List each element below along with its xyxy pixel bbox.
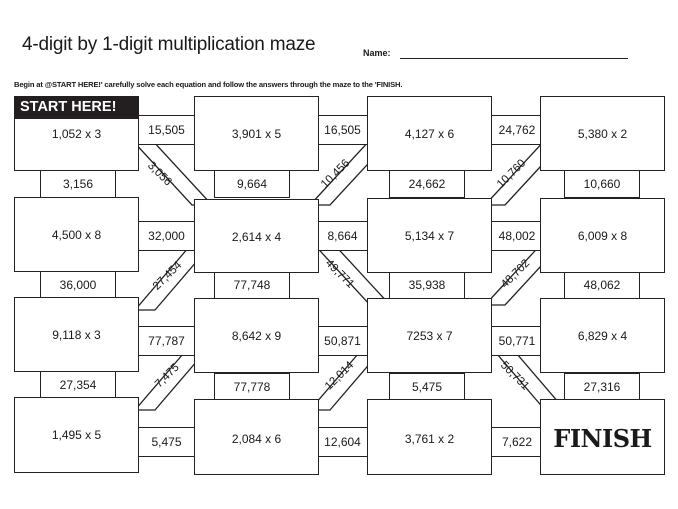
equation-box[interactable]: 5,134 x 7	[367, 198, 492, 273]
name-field-line[interactable]	[400, 58, 628, 59]
vertical-answer[interactable]: 35,938	[389, 271, 465, 299]
horizontal-answer[interactable]: 8,664	[317, 221, 368, 251]
equation-text: 7253 x 7	[406, 329, 453, 343]
equation-box[interactable]: 3,901 x 5	[194, 96, 319, 171]
horizontal-answer[interactable]: 16,505	[317, 115, 368, 145]
equation-text: 1,052 x 3	[51, 127, 102, 141]
vertical-answer[interactable]: 36,000	[40, 271, 116, 299]
horizontal-answer[interactable]: 24,762	[490, 115, 544, 145]
vertical-answer[interactable]: 10,660	[564, 170, 640, 198]
equation-box[interactable]: 8,642 x 9	[194, 298, 319, 373]
equation-box[interactable]: 4,127 x 6	[367, 96, 492, 171]
equation-text: 2,614 x 4	[231, 230, 282, 244]
horizontal-answer[interactable]: 5,475	[138, 427, 195, 457]
equation-box[interactable]: 9,118 x 3	[14, 297, 139, 372]
equation-text: 3,761 x 2	[404, 432, 455, 446]
equation-text: 8,642 x 9	[231, 329, 282, 343]
finish-box[interactable]: FINISH	[540, 399, 665, 475]
equation-text: 4,500 x 8	[51, 228, 102, 242]
equation-text: 6,829 x 4	[577, 329, 628, 343]
page-title: 4-digit by 1-digit multiplication maze	[22, 34, 316, 55]
equation-text: 4,127 x 6	[404, 127, 455, 141]
horizontal-answer[interactable]: 48,002	[490, 221, 544, 251]
horizontal-answer[interactable]: 77,787	[138, 326, 195, 356]
vertical-answer[interactable]: 77,748	[214, 271, 290, 299]
start-here-label: START HERE!	[14, 96, 139, 119]
horizontal-answer[interactable]: 32,000	[138, 221, 195, 251]
equation-text: 5,134 x 7	[404, 229, 455, 243]
vertical-answer[interactable]: 9,664	[214, 170, 290, 198]
equation-text: 9,118 x 3	[52, 328, 101, 342]
vertical-answer[interactable]: 77,778	[214, 373, 290, 401]
vertical-answer[interactable]: 48,062	[564, 271, 640, 299]
equation-text: 1,495 x 5	[51, 428, 102, 442]
equation-box[interactable]: 7253 x 7	[367, 298, 492, 373]
vertical-answer[interactable]: 5,475	[389, 373, 465, 401]
horizontal-answer[interactable]: 12,604	[317, 427, 368, 457]
horizontal-answer[interactable]: 50,871	[317, 326, 368, 356]
name-label: Name:	[363, 48, 391, 58]
vertical-answer[interactable]: 24,662	[389, 170, 465, 198]
equation-box[interactable]: 2,084 x 6	[194, 399, 319, 475]
equation-box[interactable]: 6,829 x 4	[540, 298, 665, 373]
equation-text: 2,084 x 6	[231, 432, 282, 446]
equation-text: 6,009 x 8	[577, 229, 628, 243]
finish-label: FINISH	[553, 424, 652, 453]
instructions-text: Begin at @START HERE!' carefully solve e…	[14, 80, 403, 89]
vertical-answer[interactable]: 27,316	[564, 373, 640, 401]
equation-text: 3,901 x 5	[231, 127, 282, 141]
vertical-answer[interactable]: 27,354	[40, 371, 116, 399]
horizontal-answer[interactable]: 15,505	[138, 115, 195, 145]
horizontal-answer[interactable]: 7,622	[490, 427, 544, 457]
equation-box[interactable]: 2,614 x 4	[194, 199, 319, 273]
equation-box[interactable]: 6,009 x 8	[540, 198, 665, 273]
equation-box[interactable]: 1,495 x 5	[14, 397, 139, 473]
equation-box[interactable]: 5,380 x 2	[540, 96, 665, 171]
horizontal-answer[interactable]: 50,771	[490, 326, 544, 356]
equation-text: 5,380 x 2	[577, 127, 628, 141]
equation-box[interactable]: 4,500 x 8	[14, 197, 139, 272]
vertical-answer[interactable]: 3,156	[40, 170, 116, 198]
equation-box[interactable]: 3,761 x 2	[367, 399, 492, 475]
